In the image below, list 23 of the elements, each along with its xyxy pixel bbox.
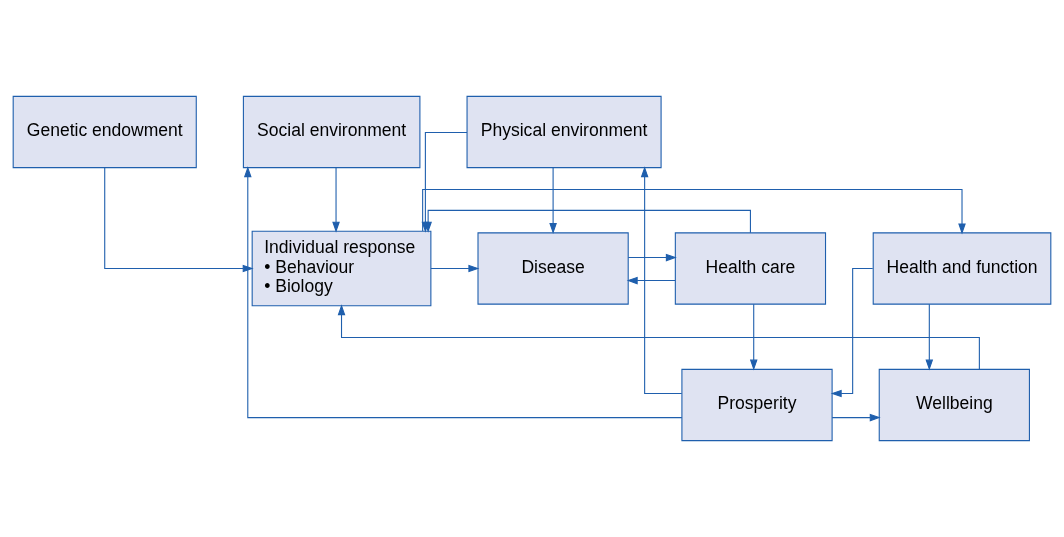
arrow xyxy=(831,413,881,422)
node-box: Genetic endowment xyxy=(12,95,197,169)
arrow xyxy=(549,167,557,235)
arrow xyxy=(243,166,683,419)
arrow xyxy=(925,303,934,371)
node-box: Health care xyxy=(674,232,827,305)
node-box: Social environment xyxy=(242,95,421,169)
arrow xyxy=(626,276,676,285)
node-box: Individual response • Behaviour • Biology xyxy=(251,230,432,307)
arrow xyxy=(640,166,683,395)
node-box: Disease xyxy=(477,232,629,305)
arrow xyxy=(337,304,980,370)
node-box: Health and function xyxy=(872,232,1052,305)
node-box: Wellbeing xyxy=(878,368,1030,442)
arrow xyxy=(627,253,677,262)
arrow xyxy=(830,267,874,398)
arrow xyxy=(104,167,254,273)
node-box: Prosperity xyxy=(681,368,833,442)
arrow xyxy=(749,303,758,371)
arrow xyxy=(430,264,480,273)
arrow xyxy=(424,209,751,234)
arrow xyxy=(332,167,340,233)
node-box: Physical environment xyxy=(466,95,662,169)
